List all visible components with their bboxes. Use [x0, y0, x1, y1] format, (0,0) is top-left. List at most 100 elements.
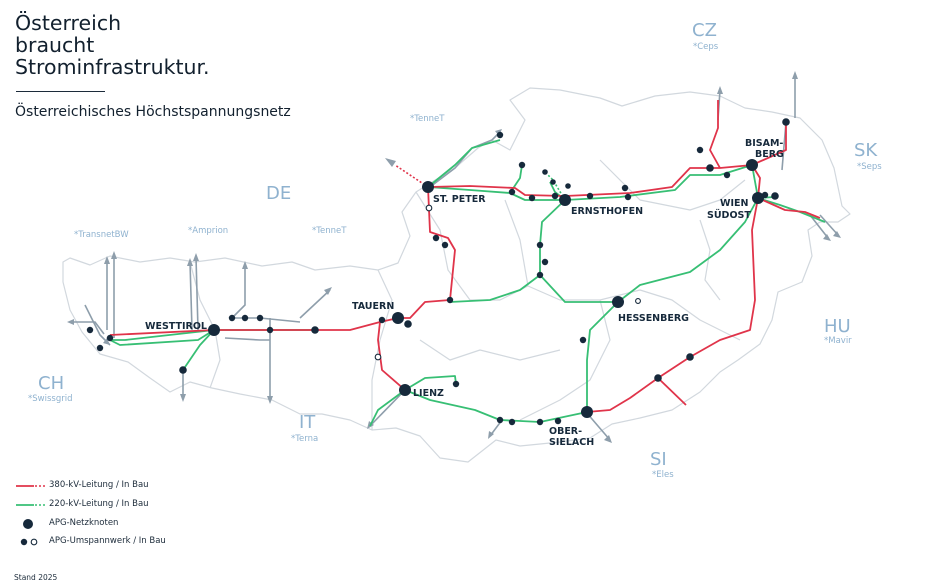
substation — [565, 183, 571, 189]
tso-ceps: *Ceps — [693, 42, 719, 52]
tso-transnetbw: *TransnetBW — [74, 230, 129, 240]
lines-380kv-construction — [394, 164, 429, 188]
country-ch: CH — [38, 373, 65, 394]
substation — [446, 296, 454, 304]
arrow-it-2 — [267, 396, 273, 404]
substation — [404, 320, 412, 328]
hubs — [208, 159, 764, 418]
substations — [86, 118, 790, 426]
hub-ernsthofen — [559, 194, 571, 206]
label-ernsthofen: ERNSTHOFEN — [571, 206, 643, 217]
substation — [554, 417, 562, 425]
tso-amprion: *Amprion — [188, 226, 229, 236]
legend-220kv-label: 220-kV-Leitung / In Bau — [49, 499, 149, 509]
arrow-si — [604, 435, 612, 443]
substation — [579, 336, 587, 344]
substation — [518, 161, 526, 169]
tso-terna: *Terna — [291, 434, 319, 444]
l380-westtirol-west — [109, 329, 215, 336]
legend-substation-icon — [20, 538, 38, 546]
substation-inbau — [635, 298, 641, 304]
state-borders — [62, 87, 851, 463]
l220-hessenberg-obersielach — [586, 301, 619, 412]
arrow-de-6 — [324, 287, 332, 295]
substation — [496, 416, 504, 424]
label-bisamberg-1: BISAM- — [745, 138, 783, 149]
node-labels: ST. PETER ERNSTHOFEN BISAM- BERG WIEN SÜ… — [145, 138, 784, 448]
substation — [256, 314, 264, 322]
arrow-de-4 — [193, 253, 199, 261]
substation — [432, 234, 440, 242]
substation — [551, 192, 559, 200]
l380-wien-south — [586, 197, 759, 413]
state-border-9 — [419, 339, 561, 361]
label-tauern: TAUERN — [352, 301, 394, 312]
l220-wien-sk — [757, 197, 826, 223]
austria-border — [62, 87, 851, 463]
ic-de-330 — [299, 289, 331, 319]
l380-wien-hu — [757, 197, 821, 219]
tso-tennet-de: *TenneT — [312, 226, 347, 236]
state-border-3 — [415, 191, 529, 301]
substation — [550, 179, 556, 185]
substation — [241, 314, 249, 322]
substation — [228, 314, 236, 322]
title-line-2: braucht — [15, 33, 95, 57]
hub-st-peter — [422, 181, 434, 193]
legend-380kv-label: 380-kV-Leitung / In Bau — [49, 480, 149, 490]
arrow-de-3 — [187, 258, 193, 266]
label-obersielach-2: SIELACH — [549, 437, 594, 448]
arrow-cz-2 — [792, 71, 798, 79]
label-lienz: LIENZ — [413, 388, 444, 399]
l220-north-corridor — [427, 164, 753, 201]
page-title: Österreich braucht Strominfrastruktur. — [15, 12, 210, 78]
tso-mavir: *Mavir — [824, 336, 852, 346]
l380-tauern-stpeter — [398, 186, 456, 319]
label-hessenberg: HESSENBERG — [618, 313, 689, 324]
substation — [686, 353, 694, 361]
legend-hub-icon — [23, 519, 33, 529]
title-line-1: Österreich — [15, 11, 122, 35]
label-wien-2: SÜDOST — [707, 210, 751, 221]
ic-westtirol-ch-2 — [70, 321, 105, 335]
arrow-cz-1 — [717, 86, 723, 94]
l220-lienz-south — [369, 389, 406, 427]
substation — [706, 164, 714, 172]
country-de: DE — [266, 183, 292, 204]
hub-bisamberg — [746, 159, 758, 171]
footer-stand: Stand 2025 — [14, 573, 58, 582]
hub-lienz — [399, 384, 411, 396]
l220-hessenberg-wien — [617, 197, 759, 303]
hub-westtirol — [208, 324, 220, 336]
substation — [179, 366, 187, 374]
substation — [528, 194, 536, 202]
l220-westtirol-south — [182, 329, 215, 371]
tso-seps: *Seps — [857, 162, 882, 172]
substation — [621, 184, 629, 192]
ic-westtirol-de-4 — [195, 256, 199, 331]
state-border-2 — [371, 269, 393, 430]
substation-inbau — [425, 204, 433, 212]
country-it: IT — [299, 412, 316, 433]
substation — [536, 241, 544, 249]
state-border-8 — [519, 299, 611, 421]
substation — [624, 193, 632, 201]
substation — [378, 316, 386, 324]
arrow-it-1 — [180, 394, 186, 402]
lines-220kv — [109, 139, 826, 427]
hub-wien-suedost — [752, 192, 764, 204]
substation — [106, 334, 114, 342]
title-line-3: Strominfrastruktur. — [15, 55, 210, 79]
substation — [86, 326, 94, 334]
substation — [441, 241, 449, 249]
substation — [654, 374, 662, 382]
arrow-stpeter-de — [385, 158, 396, 167]
l220-lienz-east — [404, 375, 457, 391]
l380-bisamberg-north — [751, 122, 787, 166]
arrow-de-2 — [111, 251, 117, 259]
state-border-4 — [527, 285, 741, 341]
state-border-5 — [504, 199, 529, 287]
substation — [696, 146, 704, 154]
substation — [266, 326, 274, 334]
